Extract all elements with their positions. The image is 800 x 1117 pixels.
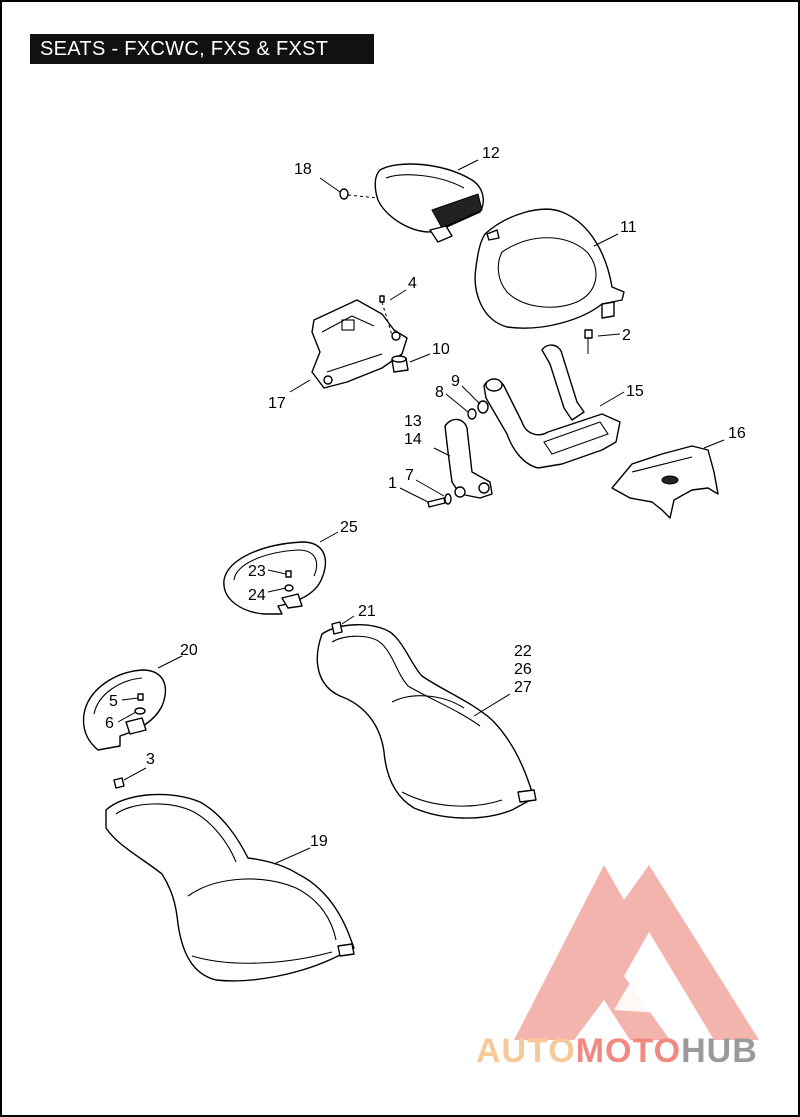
logo-word-hub: HUB (681, 1032, 758, 1070)
part-17-bracket (311, 299, 408, 389)
page-title: SEATS - FXCWC, FXS & FXST (30, 34, 374, 64)
part-25-strap (223, 541, 327, 615)
logo-word-moto: MOTO (575, 1032, 682, 1070)
callout-15: 15 (626, 383, 644, 400)
callout-23: 23 (248, 563, 266, 580)
part-15-frame (483, 344, 621, 469)
logo-wordmark: AUTOMOTOHUB (476, 1032, 758, 1071)
callout-27: 27 (514, 679, 532, 696)
part-16-fender-tray (611, 445, 719, 519)
callout-20: 20 (180, 642, 198, 659)
part-22-two-up-seat (316, 621, 537, 819)
callout-24: 24 (248, 587, 266, 604)
part-4-screw (379, 295, 395, 343)
part-23-24-screw (284, 570, 294, 592)
callout-12: 12 (482, 145, 500, 162)
callout-7: 7 (405, 467, 414, 484)
callout-9: 9 (451, 373, 460, 390)
callout-1: 1 (388, 475, 397, 492)
callout-25: 25 (340, 519, 358, 536)
callout-3: 3 (146, 751, 155, 768)
part-8-9-washers (467, 400, 489, 420)
callout-11: 11 (620, 219, 637, 236)
callout-10: 10 (432, 341, 450, 358)
logo-triangle (514, 865, 759, 1040)
part-18-nut (339, 188, 379, 200)
callout-19: 19 (310, 833, 328, 850)
part-13-14-side-bracket (444, 418, 493, 499)
part-2-screw (584, 329, 593, 354)
part-12-pillion-pad (374, 163, 484, 243)
callout-21: 21 (358, 603, 376, 620)
callout-16: 16 (728, 425, 746, 442)
part-20-backrest-strap (82, 669, 167, 751)
logo-word-auto: AUTO (476, 1032, 576, 1070)
callout-5: 5 (109, 693, 118, 710)
part-3-nut (113, 777, 125, 789)
callout-labels: 18 12 11 4 2 10 17 9 8 15 13 14 16 7 1 2… (105, 145, 746, 850)
callout-17: 17 (268, 395, 286, 412)
part-19-seat (105, 793, 355, 982)
callout-2: 2 (622, 327, 631, 344)
automotohub-logo (514, 865, 759, 1040)
callout-18: 18 (294, 161, 312, 178)
callout-22: 22 (514, 643, 532, 660)
part-5-6-screw (134, 693, 146, 715)
part-1-7-bolt (427, 493, 452, 508)
part-11-solo-seat (474, 208, 625, 329)
callout-14: 14 (404, 431, 422, 448)
callout-8: 8 (435, 384, 444, 401)
callout-13: 13 (404, 413, 422, 430)
callout-26: 26 (514, 661, 532, 678)
callout-6: 6 (105, 715, 114, 732)
leader-lines (117, 159, 725, 865)
part-10-bumper (391, 355, 409, 373)
callout-4: 4 (408, 275, 417, 292)
